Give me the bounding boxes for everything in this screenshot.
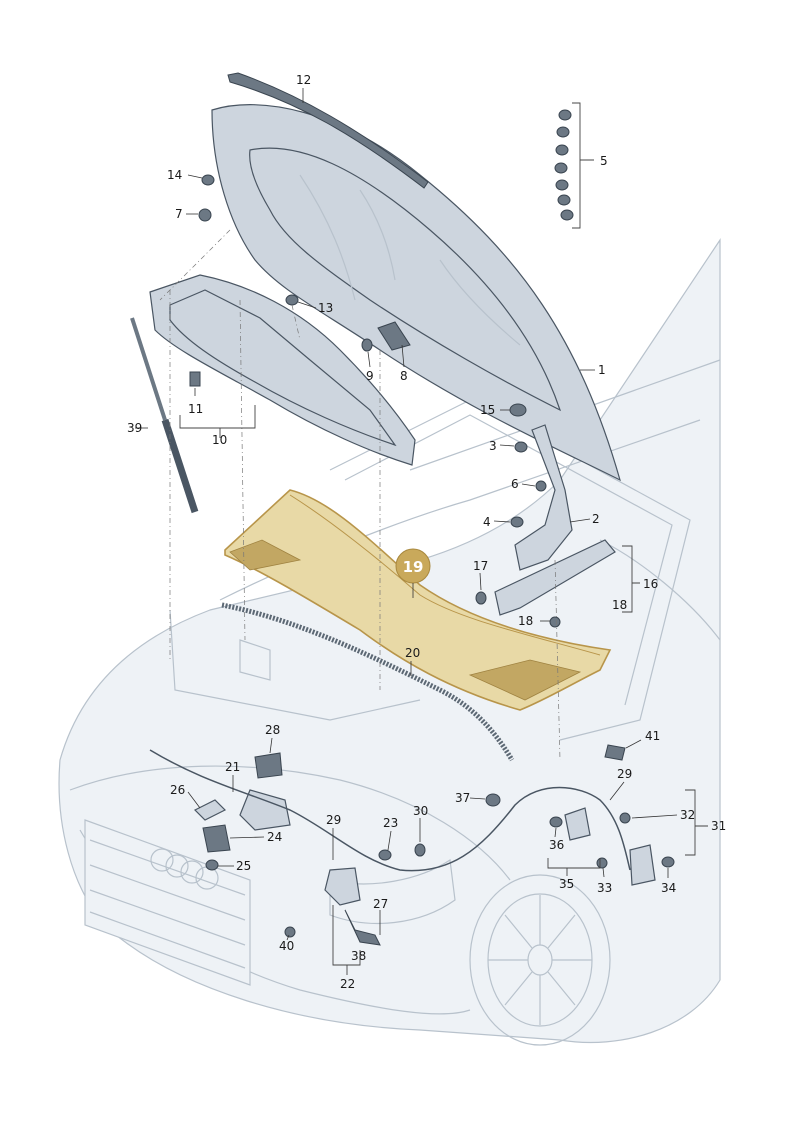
front-wheel xyxy=(469,874,611,1046)
label-5: 5 xyxy=(600,154,608,168)
label-22: 22 xyxy=(340,977,355,991)
label-34: 34 xyxy=(661,881,676,895)
label-37: 37 xyxy=(455,791,470,805)
label-31: 31 xyxy=(711,819,726,833)
clip-11 xyxy=(189,371,201,387)
label-13: 13 xyxy=(318,301,333,315)
bonnet-seal xyxy=(227,72,429,189)
label-16: 16 xyxy=(643,577,658,591)
label-15: 15 xyxy=(480,403,495,417)
label-19: 19 xyxy=(403,558,424,576)
label-23: 23 xyxy=(383,816,398,830)
catch-24 xyxy=(202,824,231,853)
label-6: 6 xyxy=(511,477,519,491)
label-36: 36 xyxy=(549,838,564,852)
label-7: 7 xyxy=(175,207,183,221)
bonnet-panel xyxy=(211,104,621,482)
assembly-lines xyxy=(159,229,561,761)
label-35: 35 xyxy=(559,877,574,891)
label-33: 33 xyxy=(597,881,612,895)
label-27: 27 xyxy=(373,897,388,911)
label-20: 20 xyxy=(405,646,420,660)
label-14: 14 xyxy=(167,168,182,182)
label-8: 8 xyxy=(400,369,408,383)
label-41: 41 xyxy=(645,729,660,743)
label-18: 18 xyxy=(518,614,533,628)
fasteners xyxy=(198,109,675,938)
cover-28 xyxy=(254,752,283,779)
cowl-panel-highlighted xyxy=(224,489,612,711)
label-29-right: 29 xyxy=(617,767,632,781)
right-side-mounts xyxy=(564,744,656,886)
label-25: 25 xyxy=(236,859,251,873)
label-21: 21 xyxy=(225,760,240,774)
label-29: 29 xyxy=(326,813,341,827)
label-10: 10 xyxy=(212,433,227,447)
label-30: 30 xyxy=(413,804,428,818)
front-grille xyxy=(84,819,251,986)
label-26: 26 xyxy=(170,783,185,797)
label-12: 12 xyxy=(296,73,311,87)
label-1: 1 xyxy=(598,363,606,377)
pad-41 xyxy=(604,744,626,761)
seal-strip xyxy=(221,602,515,762)
hinge-bracket xyxy=(494,539,616,616)
label-38: 38 xyxy=(351,949,366,963)
label-9: 9 xyxy=(366,369,374,383)
insulation-mat xyxy=(149,274,416,466)
label-17: 17 xyxy=(473,559,488,573)
latch-assembly xyxy=(324,867,381,946)
label-39: 39 xyxy=(127,421,142,435)
highlight-badge-19: 19 xyxy=(395,548,431,598)
label-40: 40 xyxy=(279,939,294,953)
label-11: 11 xyxy=(188,402,203,416)
bonnet-lock xyxy=(193,752,291,853)
bonnet-hinge xyxy=(514,424,573,571)
leader-lines xyxy=(135,88,708,975)
label-24: 24 xyxy=(267,830,282,844)
label-4: 4 xyxy=(483,515,491,529)
label-28: 28 xyxy=(265,723,280,737)
label-2: 2 xyxy=(592,512,600,526)
label-32: 32 xyxy=(680,808,695,822)
part-labels: 12 5 14 7 13 9 8 1 11 10 39 15 3 6 4 2 1… xyxy=(127,73,726,991)
rings-logo xyxy=(150,848,219,890)
release-lever-26 xyxy=(193,799,227,821)
label-3: 3 xyxy=(489,439,497,453)
label-18-top: 18 xyxy=(612,598,627,612)
release-cable xyxy=(149,749,631,872)
